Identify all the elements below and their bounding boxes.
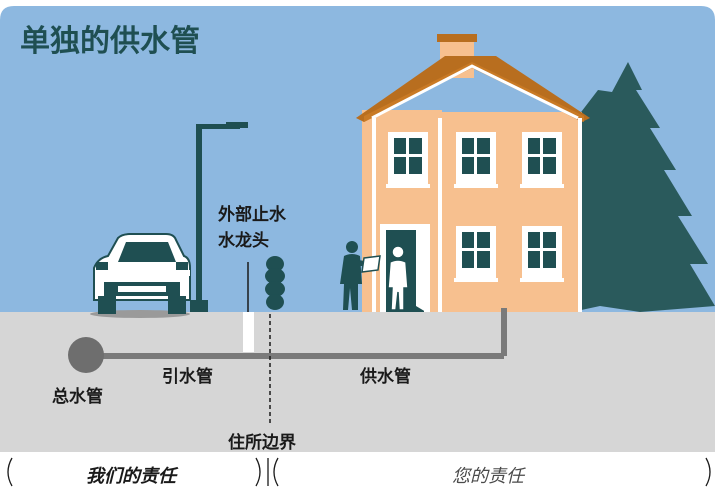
- window-upper-left: [386, 132, 430, 188]
- label-external-stopcock-2: 水龙头: [218, 231, 269, 251]
- page-title: 单独的供水管: [20, 24, 200, 59]
- your-responsibility: 您的责任: [452, 466, 524, 487]
- window-upper-middle: [454, 132, 498, 188]
- person-resident: [387, 245, 409, 311]
- stopcock-box: [243, 312, 254, 352]
- label-main: 总水管: [52, 387, 103, 407]
- ground: [0, 312, 715, 454]
- label-communication-pipe: 引水管: [162, 367, 213, 387]
- house-windows: [386, 132, 564, 282]
- tree: [566, 62, 715, 312]
- main-pipe-circle: [68, 337, 104, 373]
- label-boundary: 住所边界: [228, 433, 296, 453]
- street-lamp: [190, 122, 248, 312]
- our-responsibility: 我们的责任: [86, 466, 176, 487]
- window-upper-right: [520, 132, 564, 188]
- pipes: [68, 308, 507, 373]
- car: [90, 233, 191, 318]
- label-external-stopcock-1: 外部止水: [218, 205, 286, 225]
- window-lower-middle: [454, 226, 498, 282]
- shrub: [265, 256, 285, 310]
- label-supply-pipe: 供水管: [360, 367, 411, 387]
- window-lower-right: [520, 226, 564, 282]
- person-worker: [340, 241, 381, 310]
- house-door: [380, 224, 430, 312]
- responsibility-brackets: [7, 457, 711, 487]
- ground-bottom-band: [0, 452, 715, 460]
